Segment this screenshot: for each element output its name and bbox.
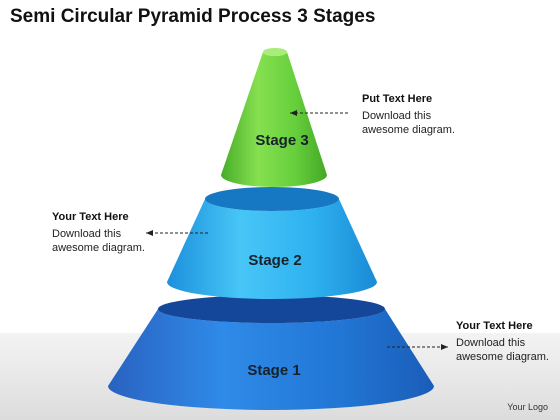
- stage-2-label: Stage 2: [248, 252, 301, 269]
- callout-stage-1-text: Download this awesome diagram.: [456, 337, 549, 363]
- callout-stage-2-heading: Your Text Here: [52, 211, 129, 223]
- callout-stage-1-heading: Your Text Here: [456, 320, 533, 332]
- callout-stage-2-text: Download this awesome diagram.: [52, 228, 145, 254]
- stage-1-segment: Stage 1: [108, 295, 434, 410]
- stage-1-label: Stage 1: [247, 362, 300, 379]
- logo-placeholder: Your Logo: [507, 402, 548, 412]
- stage-3-label: Stage 3: [255, 132, 308, 149]
- stage-3-segment: Stage 3: [221, 48, 327, 187]
- callout-stage-2: Your Text Here Download this awesome dia…: [52, 210, 182, 255]
- callout-stage-1: Your Text Here Download this awesome dia…: [456, 319, 560, 364]
- stage-2-segment: Stage 2: [167, 187, 377, 299]
- callout-stage-3-heading: Put Text Here: [362, 93, 433, 105]
- page-title: Semi Circular Pyramid Process 3 Stages: [10, 6, 376, 27]
- callout-stage-3: Put Text Here Download this awesome diag…: [362, 92, 492, 137]
- callout-stage-3-text: Download this awesome diagram.: [362, 110, 455, 136]
